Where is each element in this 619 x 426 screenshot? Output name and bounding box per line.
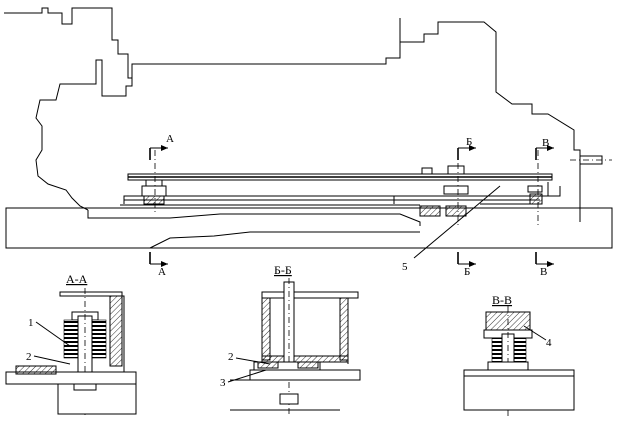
vv-callout-4-label: 4 [546,337,552,349]
base-frame [5,207,613,249]
mount-v-main [527,150,543,226]
aa-callout-1-label: 1 [28,317,34,329]
mount-b-main [419,150,469,226]
section-bb: Б-Б 2 3 [220,263,361,414]
section-mark-a-bottom-label: А [158,266,166,278]
mount-a-main [141,150,167,214]
engine-body-outline [4,7,133,211]
section-mark-b-top: Б [457,136,476,160]
section-vv-title: В-В [492,293,512,307]
section-mark-b-top-label: Б [466,136,472,148]
section-vv: В-В 4 [463,293,575,418]
section-mark-b-bottom: Б [457,252,476,278]
section-mark-a-bottom: А [149,252,168,278]
section-mark-v-top: В [535,137,554,160]
aa-callout-2-label: 2 [26,351,32,363]
section-mark-v-top-label: В [542,137,549,149]
section-mark-v-bottom-label: В [540,266,547,278]
section-aa: А-А 1 2 [5,272,137,418]
bb-callout-2-label: 2 [228,351,234,363]
main-view: А А Б Б В В [4,7,613,278]
section-mark-v-bottom: В [535,252,554,278]
section-mark-b-bottom-label: Б [464,266,470,278]
section-aa-title: А-А [66,272,88,286]
section-mark-a-top: А [149,133,174,160]
callout-5-label: 5 [402,261,408,273]
callout-5-leader [413,185,501,259]
section-mark-a-top-label: А [166,133,174,145]
section-bb-title: Б-Б [274,263,292,277]
bb-callout-3-label: 3 [220,377,226,389]
rear-housing-outline [399,18,581,222]
